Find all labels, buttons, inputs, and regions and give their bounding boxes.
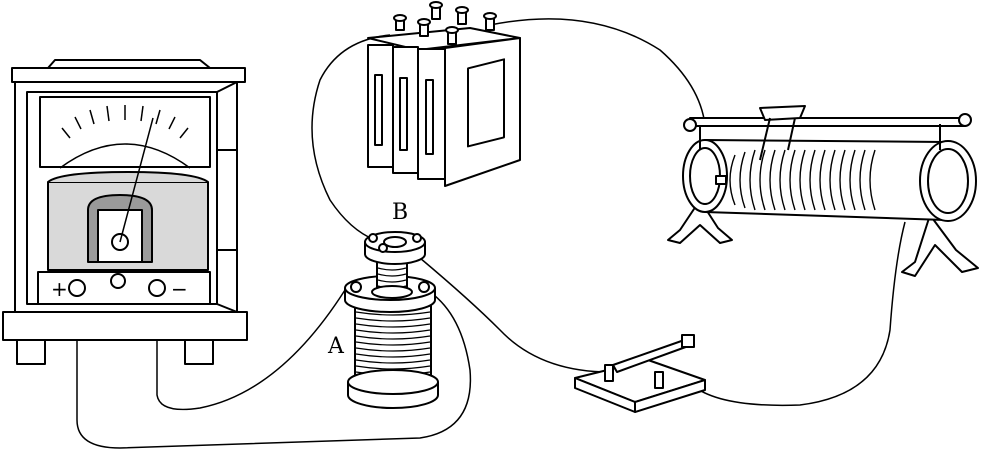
knife-switch-icon xyxy=(574,334,706,413)
coil-b-label: B xyxy=(392,200,408,225)
terminal-plus-label: + xyxy=(51,277,68,301)
wire-coil-b-to-switch xyxy=(419,257,611,373)
wire-battery-to-coil-b xyxy=(311,34,391,241)
galvanometer-icon xyxy=(2,59,248,365)
coil-a-label: A xyxy=(327,334,345,359)
battery-pack-icon xyxy=(367,1,521,187)
rheostat-windings xyxy=(729,149,876,211)
wire-switch-to-rheostat xyxy=(691,221,906,407)
nested-coils-icon xyxy=(344,231,439,409)
battery-terminals xyxy=(393,1,497,45)
meter-scale xyxy=(61,105,189,139)
terminal-minus-label: − xyxy=(171,277,188,301)
wire-meter-plus-to-coil-a xyxy=(76,291,472,449)
meter-needle xyxy=(119,117,154,243)
wire-battery-to-rheostat xyxy=(489,18,706,126)
wires xyxy=(76,18,906,449)
wire-meter-minus-to-coil-a xyxy=(156,289,346,411)
rheostat-icon xyxy=(667,105,979,277)
